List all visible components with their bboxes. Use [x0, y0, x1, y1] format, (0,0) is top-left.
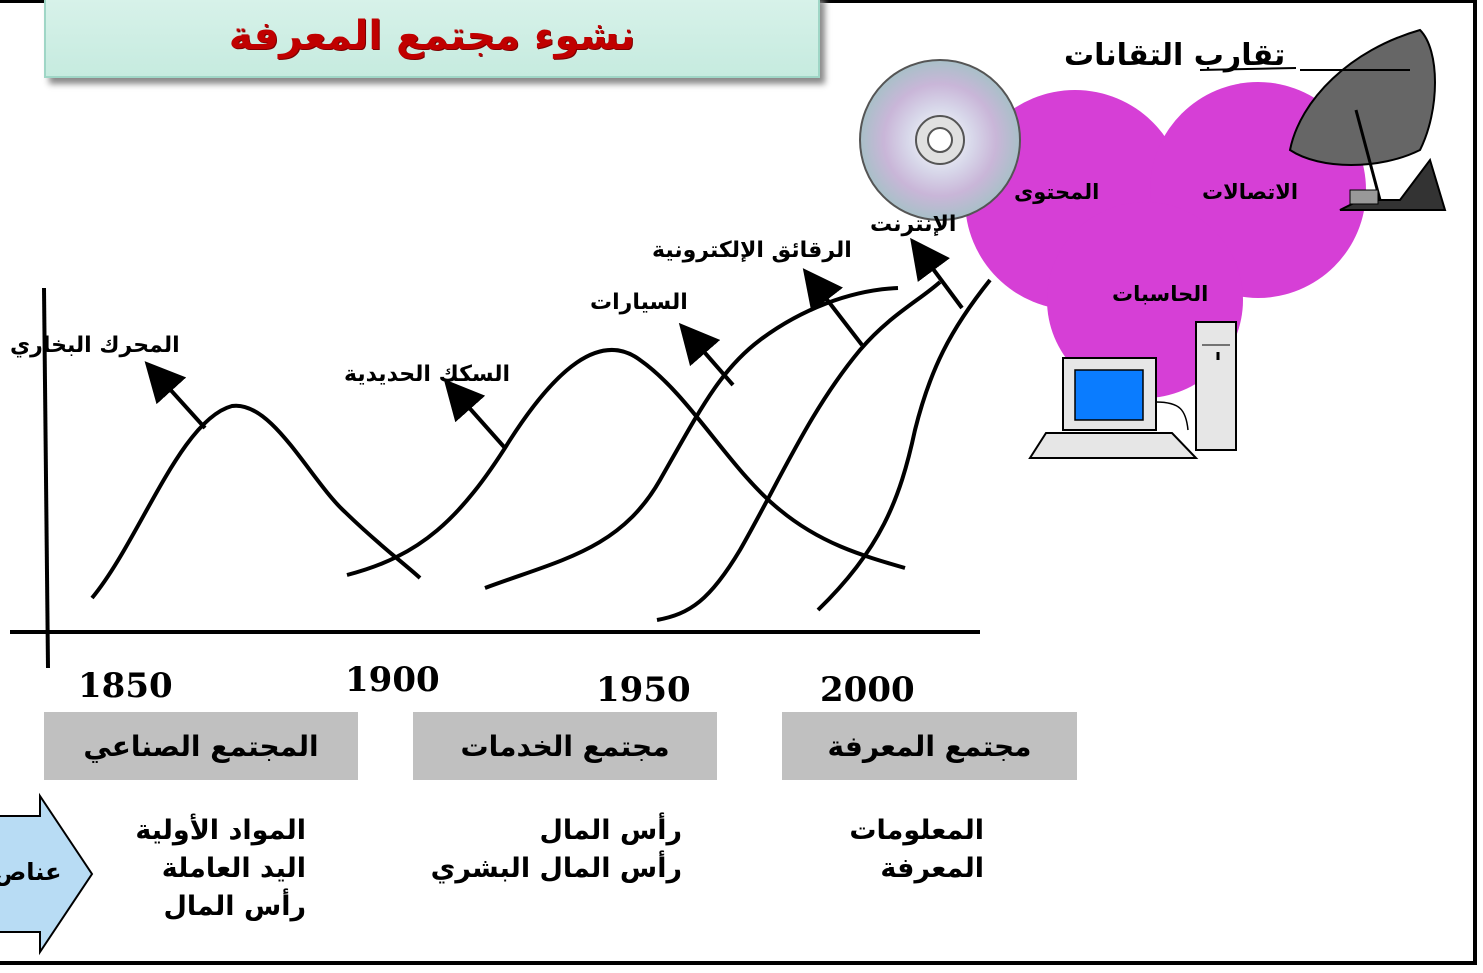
- wave-internet: [816, 278, 992, 612]
- year-1950: 1950: [596, 670, 691, 710]
- wave-steam-engine: [90, 403, 422, 600]
- year-2000: 2000: [820, 670, 915, 710]
- factor-knowledge: المعرفة: [880, 853, 984, 884]
- computers-circle: [1047, 202, 1243, 398]
- era-knowledge: مجتمع المعرفة: [782, 712, 1077, 780]
- title-underline: [1199, 67, 1297, 71]
- factors-arrow: [0, 792, 94, 956]
- wave-label-steam-engine: المحرك البخاري: [10, 333, 180, 358]
- factors-label: عناص: [0, 858, 62, 886]
- y-axis: [42, 287, 50, 669]
- year-1900: 1900: [345, 660, 440, 700]
- arrow-railways: [443, 379, 507, 450]
- content-label: المحتوى: [1014, 180, 1100, 204]
- factor-capital: رأس المال: [163, 891, 306, 922]
- arrow-chips: [802, 268, 864, 347]
- wave-label-railways: السكك الحديدية: [344, 362, 511, 387]
- factor-capital: رأس المال: [539, 815, 682, 846]
- era-services: مجتمع الخدمات: [413, 712, 717, 780]
- title-banner: نشوء مجتمع المعرفة: [44, 0, 820, 78]
- era-industrial: المجتمع الصناعي: [44, 712, 358, 780]
- year-1850: 1850: [78, 666, 173, 706]
- wave-label-cars: السيارات: [590, 290, 688, 315]
- wave-railways: [346, 347, 906, 577]
- page-title: نشوء مجتمع المعرفة: [228, 13, 636, 59]
- computers-label: الحاسبات: [1112, 282, 1209, 306]
- factor-labor: اليد العاملة: [161, 853, 306, 884]
- cd-disc-image: [859, 59, 1021, 221]
- wave-label-chips: الرقائق الإلكترونية: [652, 238, 852, 263]
- arrow-internet: [910, 237, 964, 310]
- arrow-cars: [678, 322, 735, 387]
- convergence-title: تقارب التقانات: [1064, 38, 1286, 73]
- factors-services: رأس المال رأس المال البشري: [392, 812, 682, 888]
- factors-industrial: المواد الأولية اليد العاملة رأس المال: [104, 812, 306, 926]
- wave-label-internet: الإنترنت: [870, 212, 957, 237]
- wave-chips: [656, 280, 942, 622]
- computer-image: [1028, 321, 1237, 459]
- satellite-dish-image: [1288, 28, 1447, 211]
- factor-human-capital: رأس المال البشري: [430, 853, 682, 884]
- telecom-label: الاتصالات: [1202, 180, 1299, 204]
- arrow-steam-engine: [144, 361, 207, 430]
- factor-information: المعلومات: [849, 815, 984, 846]
- factor-raw-materials: المواد الأولية: [135, 815, 306, 846]
- factors-knowledge: المعلومات المعرفة: [820, 812, 984, 888]
